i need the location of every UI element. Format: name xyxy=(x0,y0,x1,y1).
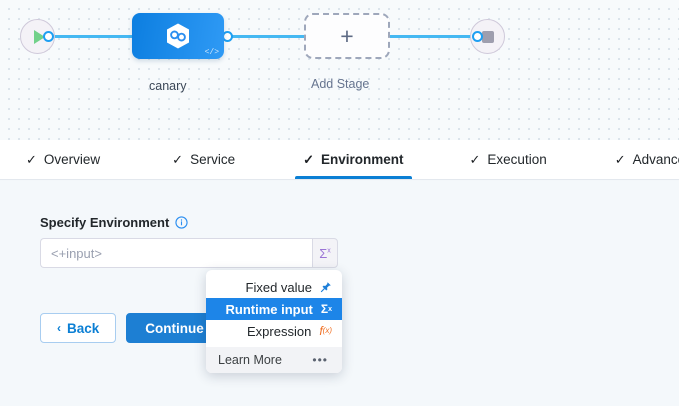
stop-icon xyxy=(481,30,494,43)
harness-hexagon-icon xyxy=(167,23,189,49)
continue-button-label: Continue xyxy=(145,320,204,336)
play-icon xyxy=(33,29,45,44)
check-icon: ✓ xyxy=(172,152,184,167)
tab-advanced-label: Advanced xyxy=(632,152,679,167)
tab-execution-label: Execution xyxy=(487,152,547,167)
stage-tab-bar: ✓ Overview ✓ Service ✓ Environment ✓ Exe… xyxy=(0,140,679,180)
stage-node-canary[interactable]: </> xyxy=(132,13,224,59)
specify-environment-label: Specify Environment xyxy=(40,215,188,230)
dropdown-footer-learn-more[interactable]: Learn More ••• xyxy=(206,347,342,373)
check-icon: ✓ xyxy=(469,152,481,167)
connector-dot-start xyxy=(43,31,54,42)
stage-label-canary: canary xyxy=(149,79,187,93)
plus-icon: + xyxy=(340,22,354,49)
chevron-left-icon: ‹ xyxy=(57,321,61,335)
tab-advanced[interactable]: ✓ Advanced xyxy=(603,140,679,179)
function-icon: f(x) xyxy=(319,324,332,338)
dropdown-separator xyxy=(206,342,342,347)
dropdown-item-expression[interactable]: Expression f(x) xyxy=(206,320,342,342)
check-icon: ✓ xyxy=(26,152,37,167)
tab-overview[interactable]: ✓ Overview xyxy=(14,140,112,179)
form-actions: ‹ Back Continue xyxy=(40,313,223,343)
back-button-label: Back xyxy=(67,320,100,336)
add-stage-node[interactable]: + xyxy=(304,13,390,59)
field-label-text: Specify Environment xyxy=(40,215,170,230)
tab-service-label: Service xyxy=(190,152,236,167)
learn-more-label: Learn More xyxy=(218,353,282,367)
tab-environment-label: Environment xyxy=(321,152,404,167)
sigma-icon: Σx xyxy=(319,245,331,261)
tab-service[interactable]: ✓ Service xyxy=(160,140,247,179)
tab-execution[interactable]: ✓ Execution xyxy=(458,140,559,179)
pin-icon xyxy=(320,281,332,293)
check-icon: ✓ xyxy=(614,152,626,167)
dropdown-item-label: Runtime input xyxy=(225,301,313,317)
add-stage-label: Add Stage xyxy=(311,77,370,91)
edge-start-to-stage xyxy=(48,35,144,38)
connector-dot-end xyxy=(472,31,483,42)
info-icon[interactable] xyxy=(175,216,188,229)
code-badge-icon: </> xyxy=(204,48,219,57)
check-icon: ✓ xyxy=(303,152,314,167)
dropdown-item-label: Fixed value xyxy=(245,279,312,295)
environment-input[interactable] xyxy=(40,238,312,268)
edge-stage-to-add xyxy=(228,35,308,38)
back-button[interactable]: ‹ Back xyxy=(40,313,117,343)
runtime-input-toggle-button[interactable]: Σx xyxy=(312,238,338,268)
edge-add-to-end xyxy=(388,35,478,38)
pipeline-canvas[interactable]: </> + canary Add Stage xyxy=(0,0,679,140)
more-dots-icon: ••• xyxy=(312,353,328,367)
dropdown-item-label: Expression xyxy=(247,323,312,339)
dropdown-item-fixed-value[interactable]: Fixed value xyxy=(206,270,342,298)
environment-input-row: Σx xyxy=(40,238,338,268)
tab-overview-label: Overview xyxy=(43,152,101,167)
tab-environment[interactable]: ✓ Environment xyxy=(291,140,415,179)
